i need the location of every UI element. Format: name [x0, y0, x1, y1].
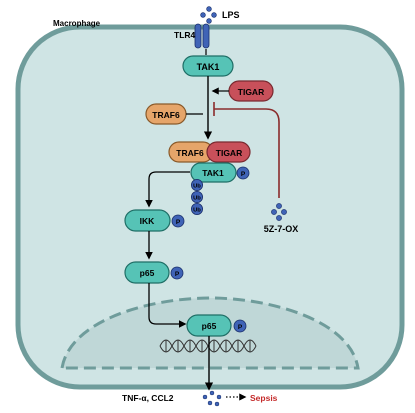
- tak1-label-top: TAK1: [197, 62, 220, 72]
- phospho-ikk: [171, 214, 185, 228]
- tigar-label-top: TIGAR: [238, 87, 264, 97]
- phospho-p65-cytoplasm: [170, 266, 184, 280]
- cell-label: Macrophage: [53, 19, 101, 28]
- complex-tigar-node: [206, 141, 251, 163]
- arrow-p65-translocation: [148, 283, 187, 328]
- lps-label: LPS: [222, 10, 240, 20]
- phospho-tak1: [236, 166, 250, 180]
- phospho-ikk-label: P: [176, 219, 181, 226]
- ubiquitin-2-label: Ub: [193, 196, 201, 202]
- inhibition-line: [214, 108, 280, 198]
- inhibitor-label: 5Z-7-OX: [264, 224, 299, 234]
- ubiquitin-1: [190, 178, 203, 191]
- tlr4-label: TLR4: [174, 30, 196, 40]
- ubiquitin-3-label: Ub: [193, 208, 201, 214]
- complex-traf6-label: TRAF6: [176, 148, 204, 158]
- tak1-node-complex: [190, 162, 237, 183]
- ubiquitin-3: [190, 202, 203, 215]
- tak1-label-complex: TAK1: [202, 168, 224, 178]
- sepsis-label: Sepsis: [250, 393, 278, 403]
- phospho-p65-cytoplasm-label: P: [175, 271, 180, 278]
- p65-node-cytoplasm: [124, 261, 170, 284]
- ubiquitin-chain: Ub Ub Ub: [190, 178, 203, 215]
- tlr4-receptor: [194, 23, 210, 49]
- ubiquitin-1-label: Ub: [193, 184, 201, 190]
- p65-label-nucleus: p65: [202, 321, 217, 331]
- cytokine-dots: [202, 390, 222, 407]
- phospho-tak1-label: P: [241, 171, 246, 178]
- lps-molecules: [200, 6, 217, 24]
- complex-tigar-label: TIGAR: [216, 148, 242, 158]
- phospho-p65-nucleus-label: P: [238, 324, 243, 331]
- ubiquitin-2: [190, 190, 203, 203]
- p65-label-cytoplasm: p65: [140, 268, 155, 278]
- cytokines-label: TNF-α, CCL2: [122, 393, 174, 403]
- inhibitor-molecule: [271, 203, 287, 221]
- ikk-label: IKK: [140, 216, 156, 226]
- arrow-tak1-ikk: [145, 171, 190, 208]
- dna-helix: [159, 339, 257, 353]
- phospho-p65-nucleus: [233, 319, 247, 333]
- traf6-label: TRAF6: [152, 110, 180, 120]
- ikk-node: [124, 209, 171, 232]
